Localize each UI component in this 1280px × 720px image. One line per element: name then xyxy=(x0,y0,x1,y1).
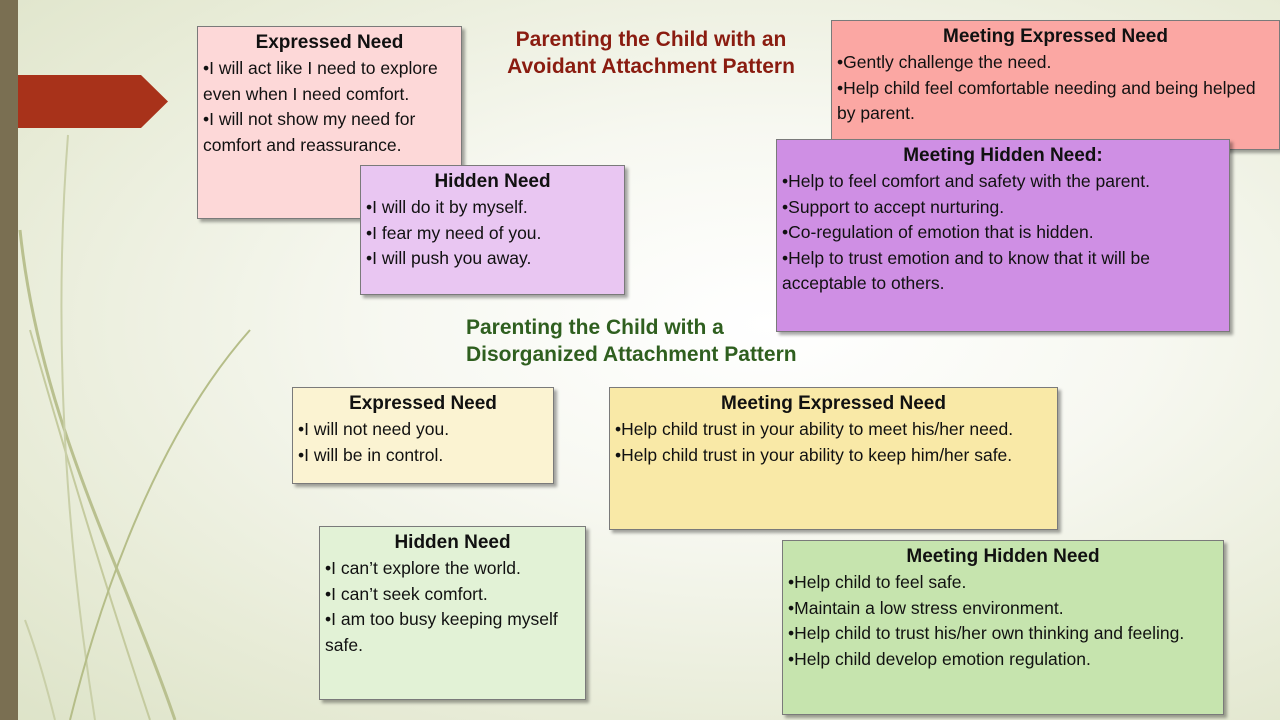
list-item: Co-regulation of emotion that is hidden. xyxy=(782,220,1224,246)
box-heading: Meeting Hidden Need xyxy=(906,546,1100,567)
list-item: I can’t explore the world. xyxy=(325,556,580,582)
avoidant-hidden-need-box: Hidden Need I will do it by myself. I fe… xyxy=(360,165,625,295)
disorganized-title-line1: Parenting the Child with a xyxy=(466,316,724,339)
list-item: I will not show my need for comfort and … xyxy=(203,107,456,158)
list-item: I will not need you. xyxy=(298,417,548,443)
list-item: I fear my need of you. xyxy=(366,221,619,247)
list-item: I will act like I need to explore even w… xyxy=(203,56,456,107)
list-item: I am too busy keeping myself safe. xyxy=(325,607,580,658)
box-heading: Meeting Expressed Need xyxy=(721,393,946,414)
disorganized-meeting-expressed-need-box: Meeting Expressed Need Help child trust … xyxy=(609,387,1058,530)
avoidant-meeting-expressed-need-box: Meeting Expressed Need Gently challenge … xyxy=(831,20,1280,150)
list-item: Help child feel comfortable needing and … xyxy=(837,76,1274,127)
avoidant-title: Parenting the Child with an Avoidant Att… xyxy=(470,26,832,80)
arrow-shape xyxy=(18,75,168,128)
avoidant-title-line2: Avoidant Attachment Pattern xyxy=(507,55,795,78)
list-item: Maintain a low stress environment. xyxy=(788,596,1218,622)
box-heading: Hidden Need xyxy=(394,532,511,553)
list-item: Help child to trust his/her own thinking… xyxy=(788,621,1218,647)
list-item: Help to feel comfort and safety with the… xyxy=(782,169,1224,195)
disorganized-title: Parenting the Child with a Disorganized … xyxy=(466,314,866,368)
left-accent-bar xyxy=(0,0,18,720)
disorganized-hidden-need-box: Hidden Need I can’t explore the world. I… xyxy=(319,526,586,700)
avoidant-title-line1: Parenting the Child with an xyxy=(515,28,787,51)
list-item: Gently challenge the need. xyxy=(837,50,1274,76)
decorative-curves xyxy=(18,134,251,720)
list-item: I can’t seek comfort. xyxy=(325,582,580,608)
list-item: I will do it by myself. xyxy=(366,195,619,221)
list-item: Help child trust in your ability to keep… xyxy=(615,443,1052,469)
list-item: I will be in control. xyxy=(298,443,548,469)
list-item: Help to trust emotion and to know that i… xyxy=(782,246,1224,297)
disorganized-meeting-hidden-need-box: Meeting Hidden Need Help child to feel s… xyxy=(782,540,1224,715)
list-item: Help child to feel safe. xyxy=(788,570,1218,596)
box-heading: Meeting Hidden Need: xyxy=(903,145,1103,166)
list-item: Help child develop emotion regulation. xyxy=(788,647,1218,673)
box-heading: Expressed Need xyxy=(255,32,404,53)
list-item: I will push you away. xyxy=(366,246,619,272)
box-heading: Expressed Need xyxy=(349,393,497,414)
list-item: Support to accept nurturing. xyxy=(782,195,1224,221)
list-item: Help child trust in your ability to meet… xyxy=(615,417,1052,443)
box-heading: Meeting Expressed Need xyxy=(943,26,1168,47)
disorganized-title-line2: Disorganized Attachment Pattern xyxy=(466,343,797,366)
box-heading: Hidden Need xyxy=(434,171,551,192)
avoidant-meeting-hidden-need-box: Meeting Hidden Need: Help to feel comfor… xyxy=(776,139,1230,332)
disorganized-expressed-need-box: Expressed Need I will not need you. I wi… xyxy=(292,387,554,484)
